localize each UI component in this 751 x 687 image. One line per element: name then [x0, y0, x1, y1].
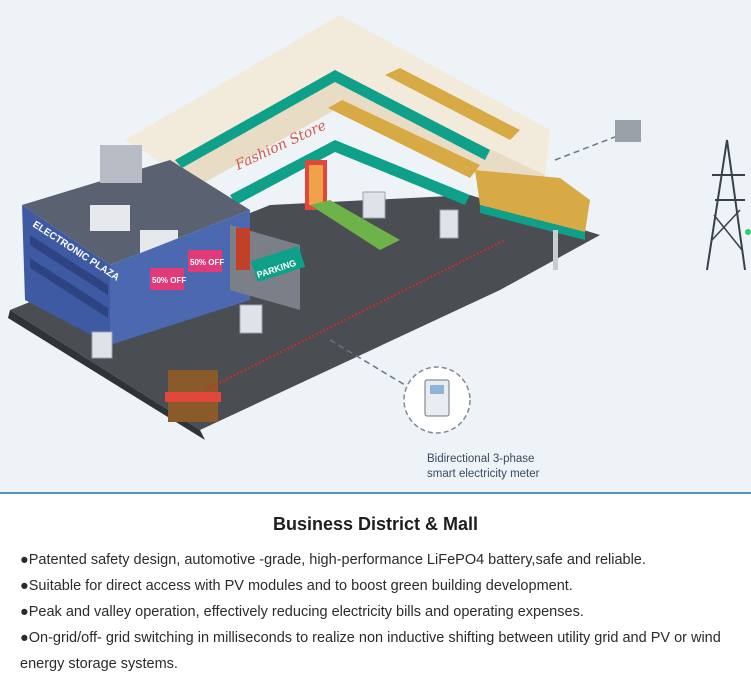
- plaza-front: [22, 205, 110, 345]
- tall-sign: [236, 228, 250, 270]
- battery-cabinet-1: [362, 191, 386, 219]
- transmission-tower: [706, 139, 746, 271]
- tower-brace-1: [711, 209, 741, 241]
- tower-brace-2: [713, 214, 743, 251]
- meter-link: [329, 339, 406, 386]
- section-title: Business District & Mall: [272, 514, 479, 534]
- sale-sign-frame-2: [188, 250, 222, 272]
- battery-cabinet-2: [439, 209, 459, 239]
- tower-insulator: [745, 229, 751, 235]
- scene-svg: Fashion Store ELECTRONIC PLAZA 50% OFF 5…: [8, 15, 751, 440]
- roof-unit-1: [90, 205, 130, 231]
- feature-list: ●Patented safety design, automotive -gra…: [20, 547, 740, 677]
- feature-item: ●Patented safety design, automotive -gra…: [20, 552, 646, 568]
- teal-stripe-top: [175, 70, 490, 168]
- ground-edge: [8, 310, 205, 440]
- awning-3-teal: [480, 205, 585, 240]
- store-roof: [125, 15, 550, 175]
- substation: [615, 120, 641, 142]
- window-band-1: [30, 235, 108, 295]
- sale-sign-text-2: 50% OFF: [190, 258, 224, 267]
- roof-stair: [100, 145, 142, 183]
- sale-sign-frame-1: [150, 268, 184, 290]
- sale-sign-text-1: 50% OFF: [152, 276, 186, 285]
- parking-sign-frame: [250, 245, 306, 283]
- awning-3: [475, 170, 590, 232]
- feature-item: ●On-grid/off- grid switching in millisec…: [20, 630, 721, 672]
- window-band-2: [30, 258, 108, 318]
- meter-screen: [430, 385, 444, 394]
- meter-label: Bidirectional 3-phase smart electricity …: [427, 452, 627, 482]
- awning-2: [328, 100, 480, 178]
- meter-label-line2: smart electricity meter: [427, 468, 540, 480]
- mall-illustration: Fashion Store ELECTRONIC PLAZA 50% OFF 5…: [0, 0, 751, 494]
- feature-item: ●Peak and valley operation, effectively …: [20, 604, 584, 620]
- parking-cabinet: [239, 304, 263, 334]
- plaza-roof: [22, 160, 250, 265]
- teal-stripe-mid: [230, 140, 470, 205]
- awning-post: [553, 230, 558, 270]
- store-door-inner: [309, 165, 323, 205]
- plaza-cabinet: [91, 331, 113, 359]
- awning-1: [385, 68, 520, 140]
- feature-item: ●Suitable for direct access with PV modu…: [20, 578, 573, 594]
- grid-link: [554, 134, 621, 161]
- meter-label-line1: Bidirectional 3-phase: [427, 453, 535, 465]
- planter: [310, 200, 400, 250]
- small-shop-awning: [165, 392, 221, 402]
